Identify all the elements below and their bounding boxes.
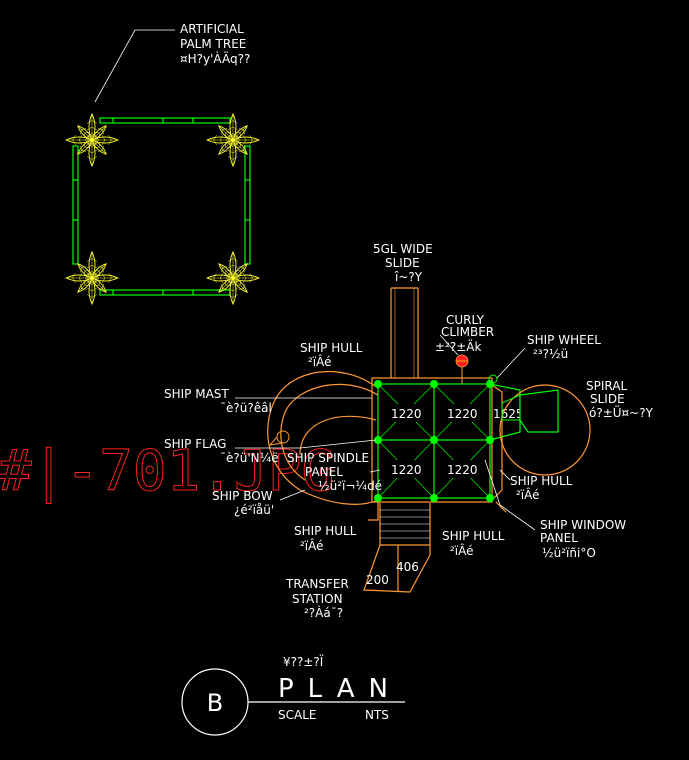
callout-labels: 5GL WIDE SLIDE ȋ~?Y CURLY CLIMBER ±²?±Äk… (164, 242, 654, 620)
title-circle-letter: B (207, 689, 223, 717)
label-transfer-1: TRANSFER (285, 577, 349, 591)
ship-mast-flag (268, 430, 290, 446)
label-spiral-2: SLIDE (590, 392, 625, 406)
label-hull-top-2: ²ïÂé (308, 354, 332, 369)
label-spiral-1: SPIRAL (586, 379, 627, 393)
deck-posts (374, 380, 494, 502)
label-mast-1: SHIP MAST (164, 387, 229, 401)
spiral-slide (499, 384, 591, 476)
label-spiral-3: ó?±Ü¤~?Y (589, 404, 654, 420)
label-spindle-1: SHIP SPINDLE (287, 451, 369, 465)
transfer-stairs (380, 509, 430, 539)
title-block: B ¥??±?Ï PLAN SCALE NTS (181, 654, 405, 736)
label-transfer-3: ²?Àá¯? (304, 605, 343, 620)
label-spindle-2: PANEL (305, 465, 343, 479)
ship-structure: 1220 1220 1220 1220 1625 (267, 287, 591, 593)
palm-label-line1: ARTIFICIAL (180, 22, 244, 36)
label-curly-3: ±²?±Äk (435, 339, 481, 354)
label-hull-right-1: SHIP HULL (510, 474, 573, 488)
label-sgl-slide-2: SLIDE (385, 256, 420, 270)
label-flag-1: SHIP FLAG (164, 437, 226, 451)
dim-1220-tl: 1220 (391, 407, 422, 421)
label-sgl-slide-1: 5GL WIDE (373, 242, 433, 256)
label-hull-bm-1: SHIP HULL (442, 529, 505, 543)
title-plan: PLAN (278, 674, 402, 704)
palm-tree-area (64, 112, 261, 306)
label-window-2: PANEL (540, 531, 578, 545)
label-curly-2: CLIMBER (441, 325, 494, 339)
label-wheel-1: SHIP WHEEL (527, 333, 601, 347)
palm-tree-icons (64, 112, 261, 306)
label-mast-2: ¯è?ü?êâl (220, 401, 272, 415)
dim-1220-br: 1220 (447, 463, 478, 477)
label-bow-2: ¿é²ïåü' (234, 503, 274, 517)
dim-406: 406 (396, 560, 419, 574)
title-scale-value: NTS (365, 708, 389, 722)
dim-1220-tr: 1220 (447, 407, 478, 421)
dim-1220-bl: 1220 (391, 463, 422, 477)
label-sgl-slide-3: ȋ~?Y (394, 270, 423, 284)
dim-200: 200 (366, 573, 389, 587)
palm-tree-icon (205, 112, 261, 168)
label-hull-right-2: ²ïÂé (516, 487, 540, 502)
palm-tree-label: ARTIFICIAL PALM TREE ¤H?y'ÀÄq?? (94, 22, 250, 103)
label-transfer-2: STATION (292, 592, 343, 606)
leader-lines (235, 334, 536, 531)
palm-label-line2: PALM TREE (180, 37, 246, 51)
label-bow-1: SHIP BOW (212, 489, 273, 503)
label-curly-1: CURLY (446, 313, 485, 327)
label-window-3: ½ü²ïñi°O (542, 546, 596, 560)
ship-wheel-icon (488, 374, 498, 384)
deck-dimensions: 1220 1220 1220 1220 (388, 404, 480, 478)
label-flag-2: ¯è?ü'N¼ë (220, 451, 279, 465)
palm-label-line3: ¤H?y'ÀÄq?? (180, 51, 250, 66)
label-window-1: SHIP WINDOW (540, 518, 626, 532)
wide-slide (390, 287, 419, 378)
title-scale-label: SCALE (278, 708, 316, 722)
label-hull-bm-2: ²ïÂé (450, 543, 474, 558)
label-hull-top-1: SHIP HULL (300, 341, 363, 355)
label-spindle-3: ½ü²ï¬¼dé (318, 479, 382, 493)
curly-climber-icon (455, 354, 469, 384)
palm-tree-icon (64, 250, 120, 306)
label-hull-bl-1: SHIP HULL (294, 524, 357, 538)
palm-tree-icon (64, 112, 120, 168)
dim-1625: 1625 (493, 407, 524, 421)
label-wheel-2: ²³?½ü (533, 347, 568, 361)
label-hull-bl-2: ²ïÂé (300, 538, 324, 553)
title-native: ¥??±?Ï (283, 654, 324, 669)
palm-tree-icon (205, 250, 261, 306)
